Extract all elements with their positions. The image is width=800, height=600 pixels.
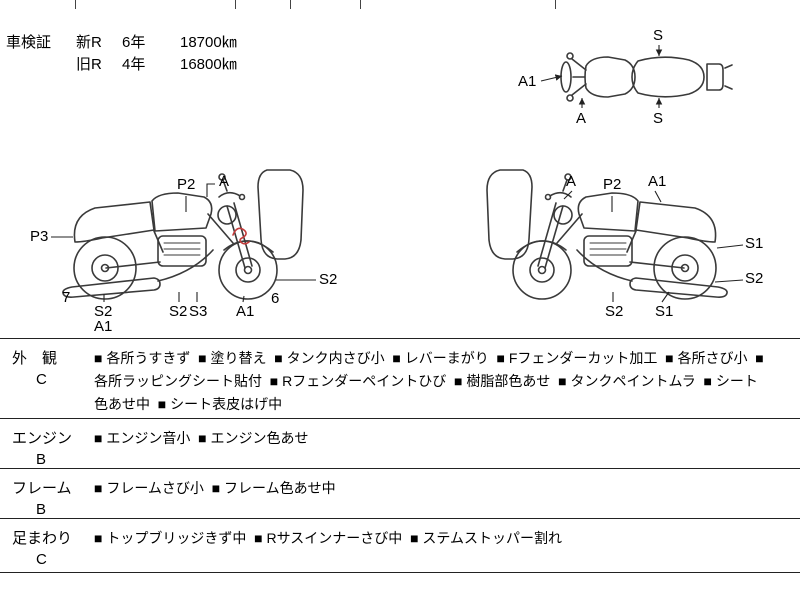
topview-label-front-left: A1 — [518, 73, 537, 90]
category-label: 外 観 — [12, 350, 58, 367]
condition-items-engine: ■ エンジン音小 ■ エンジン色あせ — [94, 430, 309, 446]
leftbike-label-under-engine-1: S2 — [169, 303, 188, 320]
condition-row-frame: フレーム B ■ フレームさび小 ■ フレーム色あせ中 — [0, 468, 800, 518]
rightbike-label-tail: S1 — [745, 235, 764, 252]
topview-label-seat-top: S — [653, 27, 664, 44]
condition-items-undercarriage: ■ トップブリッジきず中 ■ Rサスインナーさび中 ■ ステムストッパー割れ — [94, 530, 563, 546]
grade-value: C — [36, 551, 47, 568]
registration-mileage: 16800㎞ — [180, 56, 237, 73]
condition-items-exterior: ■ 各所うすきず ■ 塗り替え ■ タンク内さび小 ■ レバーまがり ■ Fフェ… — [94, 350, 764, 412]
registration-era: 旧R — [76, 56, 102, 73]
leftbike-label-front-wheel: S2 — [319, 271, 338, 288]
rightbike-label-handlebar: A — [566, 173, 577, 190]
registration-row-old: 旧R 4年 16800㎞ — [76, 53, 237, 74]
registration-year: 6年 — [122, 34, 146, 51]
registration-row-new: 新R 6年 18700㎞ — [76, 31, 237, 52]
side-view-leader-lines — [51, 183, 744, 303]
motorcycle-top-view — [560, 52, 733, 102]
grade-value: C — [36, 371, 47, 388]
registration-year: 4年 — [122, 56, 146, 73]
rightbike-label-tank: P2 — [603, 176, 622, 193]
leftbike-label-under-rear-2: A1 — [94, 318, 113, 335]
header-table-tick — [290, 0, 291, 9]
registration-mileage: 18700㎞ — [180, 34, 237, 51]
rightbike-label-under-engine: S2 — [605, 303, 624, 320]
leftbike-label-rear-fender: P3 — [30, 228, 49, 245]
leftbike-label-handlebar: A — [219, 173, 230, 190]
category-label: エンジン — [12, 430, 73, 447]
rightbike-label-under-rear: S1 — [655, 303, 674, 320]
category-label: 足まわり — [12, 530, 73, 547]
grade-value: B — [36, 501, 47, 518]
topview-label-seat-bottom: S — [653, 110, 664, 127]
grade-value: B — [36, 451, 47, 468]
header-table-tick — [235, 0, 236, 9]
condition-table: 外 観 C ■ 各所うすきず ■ 塗り替え ■ タンク内さび小 ■ レバーまがり… — [0, 338, 800, 573]
leftbike-number-front: 6 — [271, 290, 280, 307]
condition-row-undercarriage: 足まわり C ■ トップブリッジきず中 ■ Rサスインナーさび中 ■ ステムスト… — [0, 518, 800, 573]
condition-row-engine: エンジン B ■ エンジン音小 ■ エンジン色あせ — [0, 418, 800, 468]
category-label: フレーム — [12, 480, 72, 497]
leftbike-label-tank: P2 — [177, 176, 196, 193]
leftbike-label-under-engine-2: S3 — [189, 303, 208, 320]
rightbike-label-seat: A1 — [648, 173, 667, 190]
leftbike-number-rear: 7 — [62, 289, 71, 306]
header-table-tick — [360, 0, 361, 9]
leftbike-label-under-front: A1 — [236, 303, 255, 320]
rightbike-label-rear-wheel: S2 — [745, 270, 764, 287]
condition-row-exterior: 外 観 C ■ 各所うすきず ■ 塗り替え ■ タンク内さび小 ■ レバーまがり… — [0, 338, 800, 418]
condition-items-frame: ■ フレームさび小 ■ フレーム色あせ中 — [94, 480, 336, 496]
red-inspection-mark — [232, 227, 250, 245]
leftbike-label-under-rear-1: S2 — [94, 303, 113, 320]
registration-era: 新R — [76, 34, 102, 51]
header-table-tick — [555, 0, 556, 9]
top-view-arrows — [540, 45, 663, 108]
topview-label-front-bottom: A — [576, 110, 587, 127]
registration-title: 車検証 — [6, 34, 52, 51]
header-table-tick — [75, 0, 76, 9]
